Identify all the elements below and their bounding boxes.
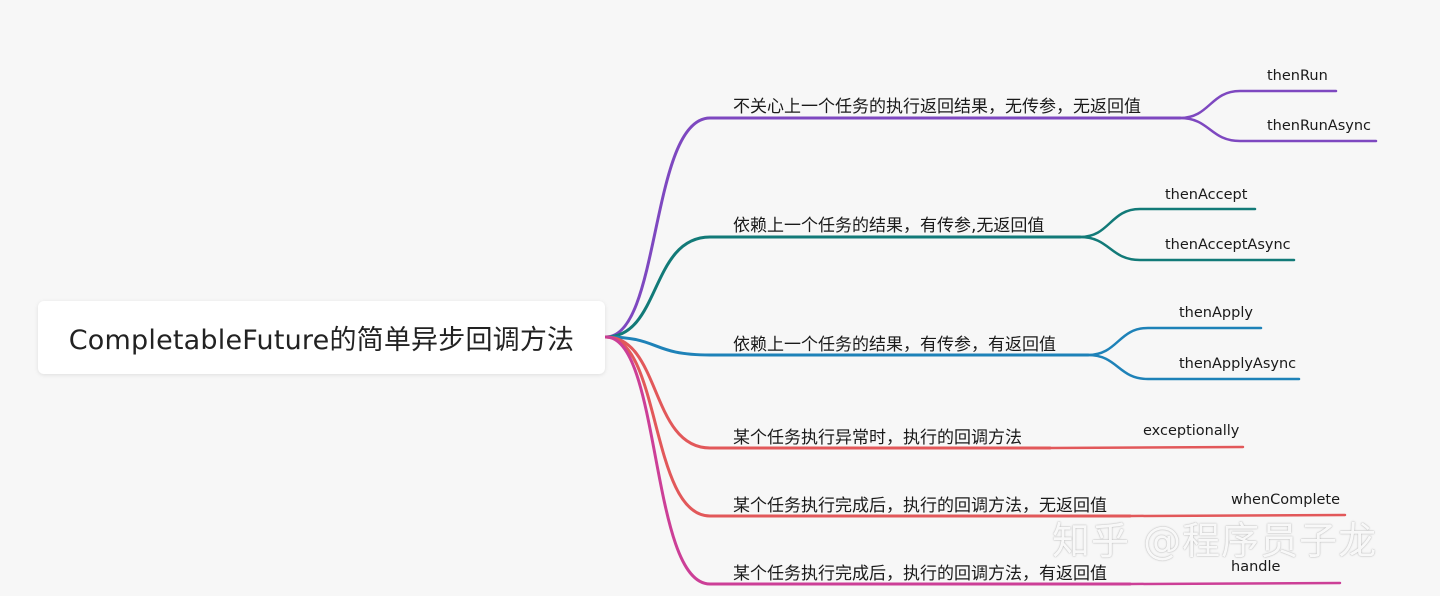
branch-node-label[interactable]: 依赖上一个任务的结果，有传参，有返回值 — [733, 335, 1056, 355]
branch-connector — [604, 335, 1132, 518]
leaf-node-label[interactable]: thenApplyAsync — [1179, 356, 1297, 372]
leaf-connector — [1086, 326, 1263, 357]
leaf-connector — [1128, 513, 1347, 518]
leaf-node-label[interactable]: thenRun — [1267, 68, 1328, 84]
branch-node-label[interactable]: 某个任务执行完成后，执行的回调方法，无返回值 — [733, 496, 1107, 516]
root-node-label: CompletableFuture的简单异步回调方法 — [68, 325, 575, 356]
watermark: 知乎 @程序员子龙 — [1052, 519, 1378, 563]
branch-connector — [604, 235, 1082, 339]
leaf-node-label[interactable]: thenAcceptAsync — [1165, 237, 1291, 253]
branch-connector — [604, 335, 1132, 586]
leaf-connector — [1178, 89, 1338, 120]
branch-node-label[interactable]: 某个任务执行完成后，执行的回调方法，有返回值 — [733, 564, 1107, 584]
leaf-connector — [1078, 207, 1257, 239]
leaf-connector — [1048, 445, 1245, 450]
leaf-connector — [1078, 235, 1296, 262]
branch-node-label[interactable]: 不关心上一个任务的执行返回结果，无传参，无返回值 — [733, 97, 1141, 117]
leaf-node-label[interactable]: handle — [1231, 559, 1281, 575]
branch-connector — [604, 335, 1090, 357]
leaf-node-label[interactable]: thenRunAsync — [1267, 118, 1372, 134]
branch-node-label[interactable]: 依赖上一个任务的结果，有传参,无返回值 — [733, 216, 1045, 236]
branch-connector — [604, 116, 1182, 339]
leaf-connector — [1128, 581, 1342, 586]
root-node[interactable]: CompletableFuture的简单异步回调方法 — [38, 301, 605, 374]
branch-node-label[interactable]: 某个任务执行异常时，执行的回调方法 — [733, 428, 1022, 448]
leaf-node-label[interactable]: thenApply — [1179, 305, 1253, 321]
branch-connector — [604, 335, 1052, 450]
leaf-node-label[interactable]: exceptionally — [1143, 423, 1240, 439]
leaf-node-label[interactable]: thenAccept — [1165, 187, 1248, 203]
leaf-connector — [1086, 353, 1301, 381]
leaf-connector — [1178, 116, 1378, 143]
leaf-node-label[interactable]: whenComplete — [1231, 492, 1341, 508]
